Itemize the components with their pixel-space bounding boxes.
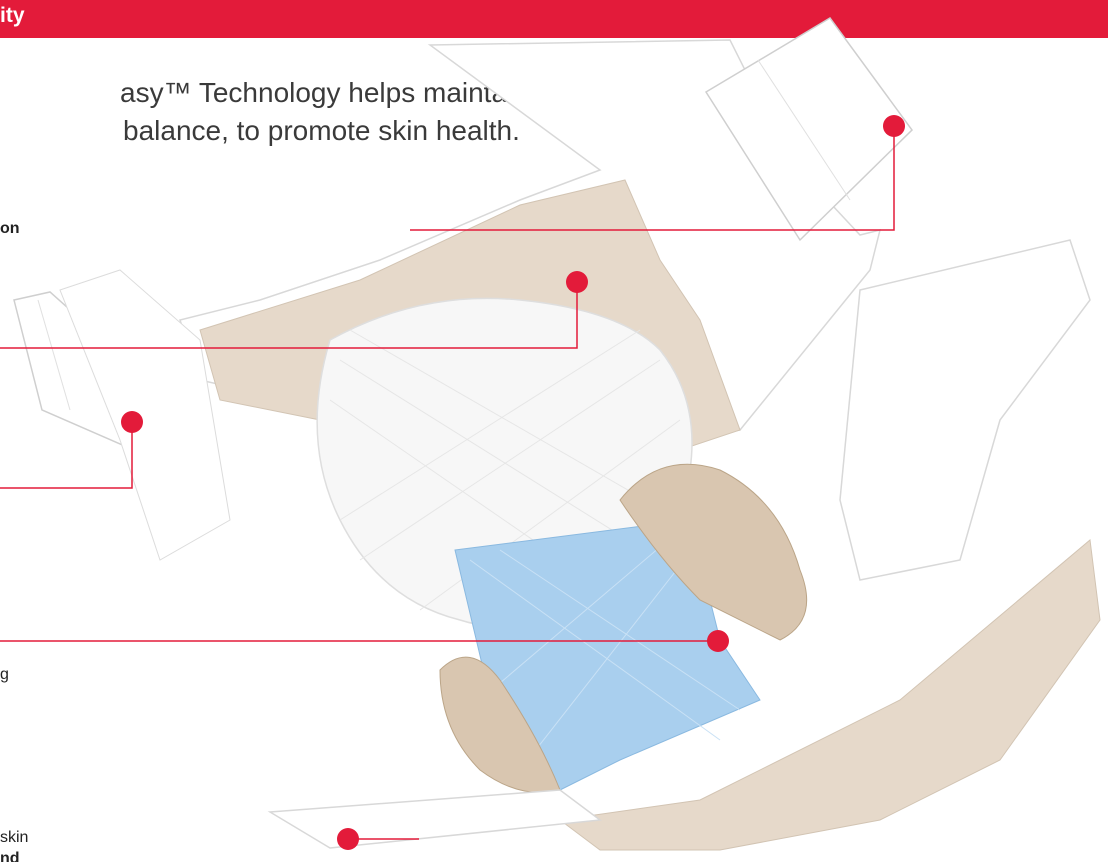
callout-label-nd: nd — [0, 849, 20, 862]
right-side-flap — [840, 240, 1090, 580]
callout-label-g: g — [0, 665, 9, 685]
callout-dot-core — [707, 630, 729, 652]
callout-dot-left-tab — [121, 411, 143, 433]
callout-dot-bottom — [337, 828, 359, 850]
bottom-tab — [270, 790, 600, 848]
callout-dot-waist — [566, 271, 588, 293]
callout-label-skin: skin — [0, 828, 28, 848]
callout-dot-tab — [883, 115, 905, 137]
callout-label-on: on — [0, 219, 20, 239]
